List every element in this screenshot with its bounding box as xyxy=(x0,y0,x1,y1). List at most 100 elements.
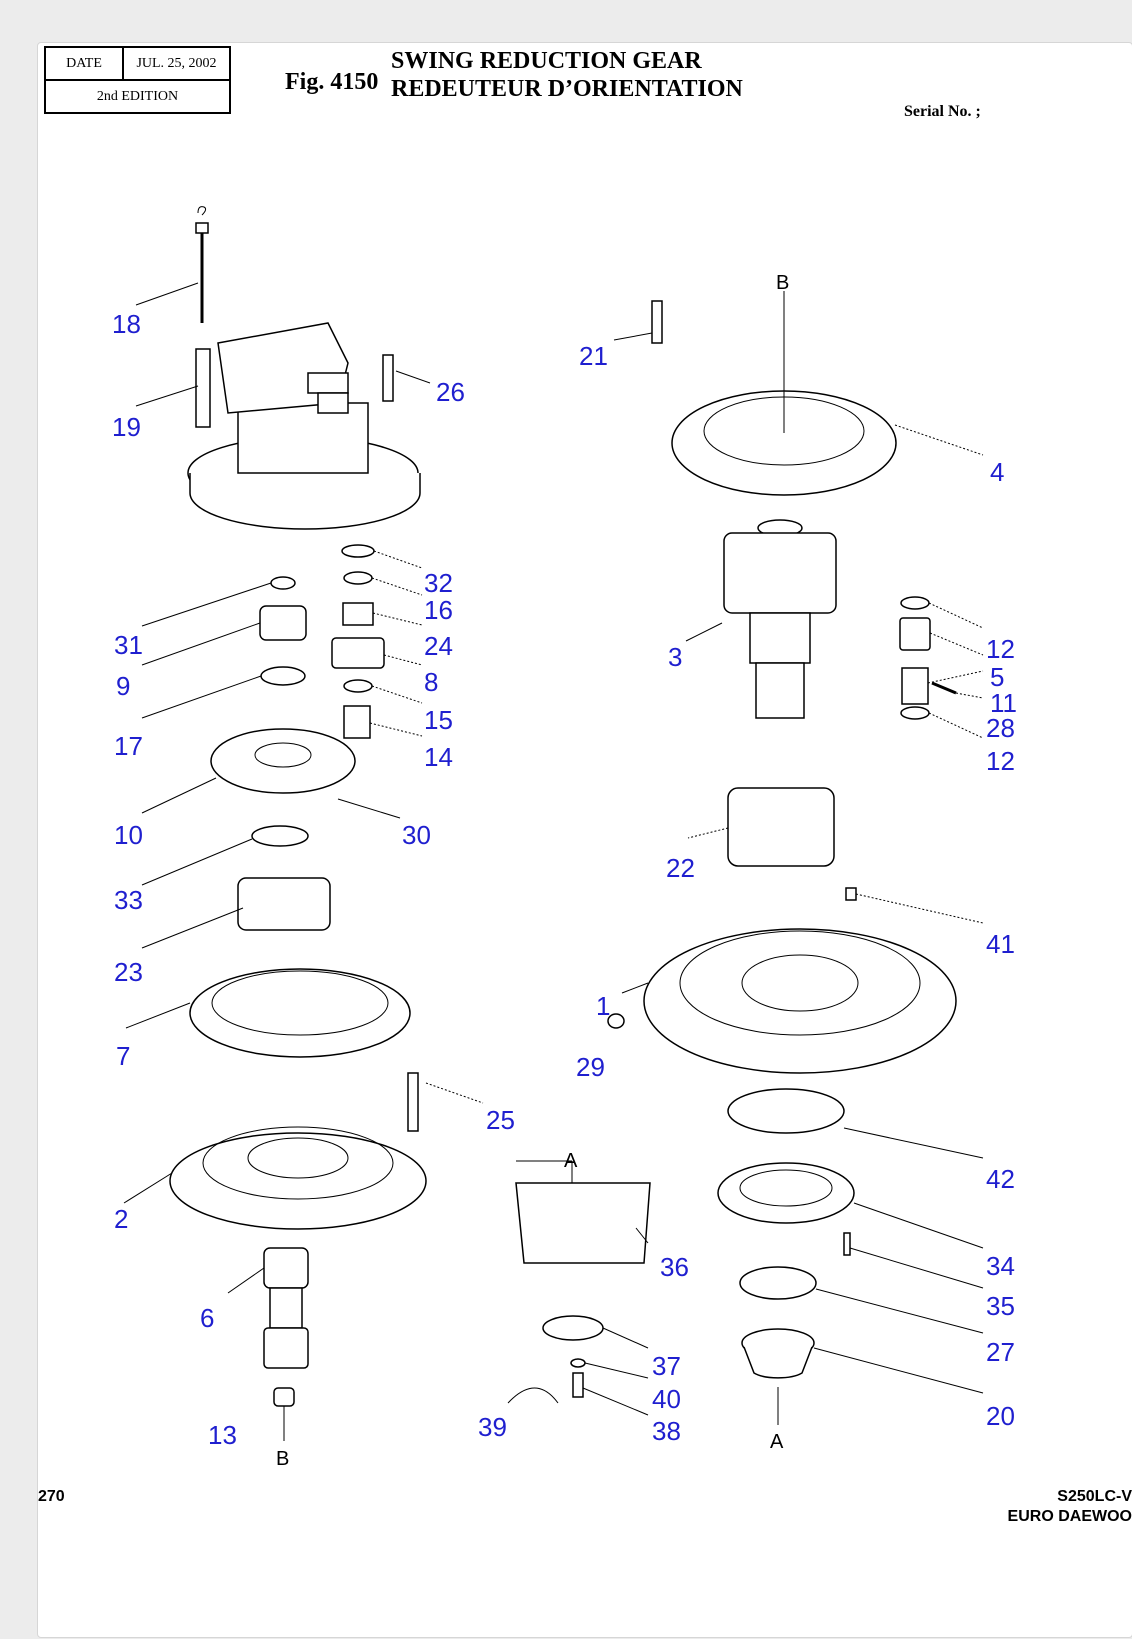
callout-23: 23 xyxy=(114,957,143,987)
callout-15: 15 xyxy=(424,705,453,735)
callout-13: 13 xyxy=(208,1420,237,1450)
reference-letter-a-bottom: A xyxy=(770,1431,784,1453)
sun-gear-part xyxy=(259,605,307,641)
thrust-washer-upper-part xyxy=(900,596,930,610)
callout-33: 33 xyxy=(114,885,143,915)
pinion-shaft-part xyxy=(263,1247,309,1369)
callout-26: 26 xyxy=(436,377,465,407)
lock-washer-part xyxy=(570,1358,586,1368)
page-number: 270 xyxy=(38,1488,65,1505)
casing-part xyxy=(169,1126,427,1230)
callout-40: 40 xyxy=(652,1384,681,1414)
date-edition-box: DATE JUL. 25, 2002 2nd EDITION xyxy=(44,46,231,114)
snap-ring-part xyxy=(341,544,375,558)
model-name: S250LC-V xyxy=(1057,1488,1132,1505)
edition-label: 2nd EDITION xyxy=(96,89,179,104)
callout-2: 2 xyxy=(114,1204,128,1234)
pin-part xyxy=(343,705,371,739)
needle-bearing-part xyxy=(342,602,374,626)
callout-35: 35 xyxy=(986,1291,1015,1321)
pinion-gear-part xyxy=(515,1182,651,1264)
retaining-ring-part xyxy=(270,576,296,590)
date-value: JUL. 25, 2002 xyxy=(136,56,217,71)
date-label: DATE xyxy=(46,48,124,79)
callout-14: 14 xyxy=(424,742,453,772)
callout-17: 17 xyxy=(114,731,143,761)
callout-4: 4 xyxy=(990,457,1004,487)
callout-24: 24 xyxy=(424,631,453,661)
callout-41: 41 xyxy=(986,929,1015,959)
callout-1: 1 xyxy=(596,991,610,1021)
callout-9: 9 xyxy=(116,671,130,701)
lock-wire-part xyxy=(507,1387,559,1404)
callout-34: 34 xyxy=(986,1251,1015,1281)
upper-planetary-gear-part xyxy=(899,617,931,651)
roller-bearing-part xyxy=(237,877,331,931)
callout-30: 30 xyxy=(402,820,431,850)
carrier-part xyxy=(210,728,356,794)
plug-part xyxy=(273,1387,295,1407)
callout-31: 31 xyxy=(114,630,143,660)
casing-bolt-part xyxy=(407,1072,419,1132)
callout-32: 32 xyxy=(424,568,453,598)
callout-19: 19 xyxy=(112,412,141,442)
dipstick-part xyxy=(195,206,209,323)
motor-bolt-part xyxy=(382,354,394,402)
callout-28: 28 xyxy=(986,713,1015,743)
washer-part xyxy=(343,679,373,693)
callout-22: 22 xyxy=(666,853,695,883)
callout-3: 3 xyxy=(668,642,682,672)
callout-10: 10 xyxy=(114,820,143,850)
callout-12-lower: 12 xyxy=(986,746,1015,776)
planet-pin-part xyxy=(901,667,929,705)
callout-labels: 18 19 26 21 4 32 16 24 8 15 14 31 9 17 1… xyxy=(112,309,1017,1450)
cover-bolt-part xyxy=(843,1232,851,1256)
exploded-diagram: 18 19 26 21 4 32 16 24 8 15 14 31 9 17 1… xyxy=(112,206,1017,1470)
reference-letter-b-bottom: B xyxy=(276,1448,289,1470)
drain-plug-part xyxy=(607,1013,625,1029)
spring-pin-part xyxy=(931,681,957,695)
thrust-washer-part xyxy=(343,571,373,585)
reference-letter-b-top: B xyxy=(776,272,789,294)
ring-gear-part xyxy=(189,968,411,1058)
callout-39: 39 xyxy=(478,1412,507,1442)
oil-seal-part xyxy=(739,1266,817,1300)
callout-38: 38 xyxy=(652,1416,681,1446)
retainer-plate-part xyxy=(542,1315,604,1341)
callout-36: 36 xyxy=(660,1252,689,1282)
callout-27: 27 xyxy=(986,1337,1015,1367)
dowel-pin-part xyxy=(651,300,663,344)
figure-number: Fig. 4150 xyxy=(285,69,379,95)
model-label: S250LC-V EURO DAEWOO xyxy=(1008,1487,1132,1527)
reference-letter-a-top: A xyxy=(564,1150,578,1172)
planetary-gear-part xyxy=(331,637,385,669)
callout-6: 6 xyxy=(200,1303,214,1333)
callout-18: 18 xyxy=(112,309,141,339)
callout-7: 7 xyxy=(116,1041,130,1071)
plate-bolt-part xyxy=(572,1372,584,1398)
serial-number-label: Serial No. ; xyxy=(904,103,981,120)
swing-motor-part xyxy=(187,322,421,530)
callout-16: 16 xyxy=(424,595,453,625)
upper-carrier-part xyxy=(723,519,837,719)
reference-letters: B B A A xyxy=(276,272,789,1470)
thrust-washer-lower-part xyxy=(900,706,930,720)
title-english: SWING REDUCTION GEAR xyxy=(391,48,702,74)
stop-ring-part xyxy=(251,825,309,847)
upper-bearing-part xyxy=(727,787,835,867)
parts-sheet: DATE JUL. 25, 2002 2nd EDITION Fig. 4150… xyxy=(37,42,1132,1638)
callout-12: 12 xyxy=(986,634,1015,664)
callout-29: 29 xyxy=(576,1052,605,1082)
seal-cover-part xyxy=(717,1162,855,1224)
brand-name: EURO DAEWOO xyxy=(1007,1508,1132,1525)
title-french: REDEUTEUR D’ORIENTATION xyxy=(391,76,743,102)
callout-42: 42 xyxy=(986,1164,1015,1194)
level-plug-part xyxy=(845,887,857,901)
sleeve-part xyxy=(741,1328,815,1379)
callout-8: 8 xyxy=(424,667,438,697)
callout-25: 25 xyxy=(486,1105,515,1135)
callout-21: 21 xyxy=(579,341,608,371)
callout-5: 5 xyxy=(990,662,1004,692)
thrust-plate-part xyxy=(260,666,306,686)
leader-lines xyxy=(123,282,984,1441)
